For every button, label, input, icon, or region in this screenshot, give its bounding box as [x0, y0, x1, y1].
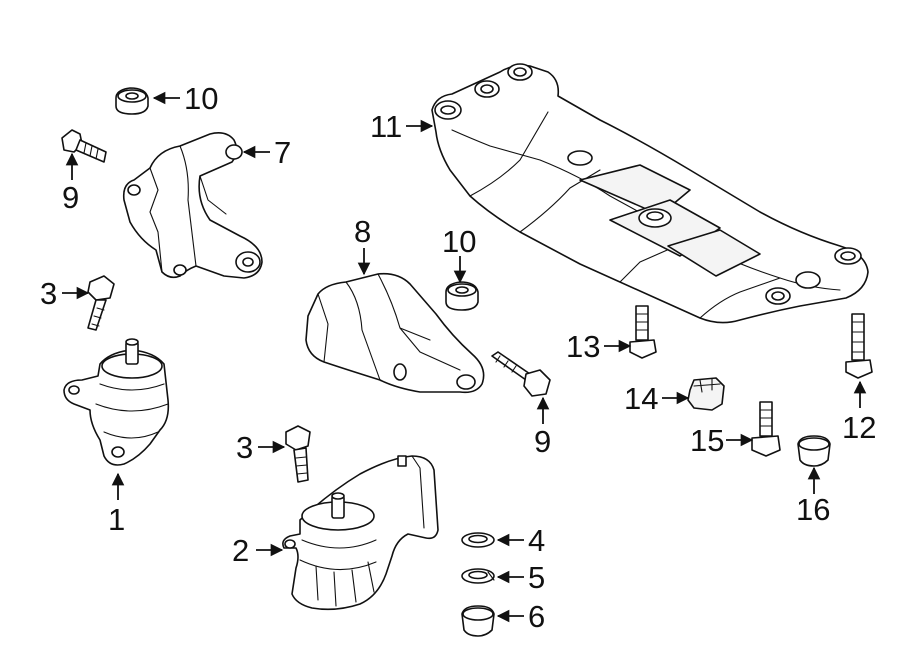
part-bolt-3-upper[interactable]: [87, 275, 115, 331]
callout-5: 5: [528, 560, 545, 595]
callout-arrows: [62, 91, 867, 623]
callout-8: 8: [354, 214, 371, 249]
part-engine-mount-right[interactable]: [282, 455, 439, 611]
callout-1: 1: [108, 502, 125, 537]
part-center-bracket[interactable]: [305, 272, 485, 394]
callout-3-upper: 3: [40, 276, 57, 311]
part-crossmember[interactable]: [431, 63, 869, 324]
part-washer-4[interactable]: [461, 532, 495, 548]
part-nut-10-center[interactable]: [445, 281, 479, 311]
part-nut-10-top[interactable]: [115, 87, 149, 115]
part-bolt-12[interactable]: [845, 313, 873, 379]
part-castle-nut-14[interactable]: [687, 377, 725, 411]
part-nut-16[interactable]: [797, 435, 831, 467]
callout-labels: 1 2 3 3 4 5 6 7 8 9 9 10 10 11 12 13 14 …: [40, 81, 876, 634]
part-bolt-9-top[interactable]: [61, 129, 107, 163]
callout-3-lower: 3: [236, 430, 253, 465]
part-bolt-13[interactable]: [629, 305, 657, 359]
part-lock-washer-5[interactable]: [461, 568, 495, 584]
callout-13: 13: [566, 329, 600, 364]
part-mount-bracket[interactable]: [122, 132, 263, 279]
callout-11: 11: [370, 109, 402, 144]
callout-16: 16: [796, 492, 830, 527]
part-bolt-15[interactable]: [751, 401, 781, 457]
callout-9-center: 9: [534, 424, 551, 459]
callout-12: 12: [842, 410, 876, 445]
callout-4: 4: [528, 523, 545, 558]
callout-10-top: 10: [184, 81, 218, 116]
part-nut-6[interactable]: [461, 605, 495, 637]
callout-2: 2: [232, 533, 249, 568]
callout-6: 6: [528, 599, 545, 634]
part-bolt-3-lower[interactable]: [285, 425, 311, 483]
callout-10-center: 10: [442, 224, 476, 259]
part-bolt-9-center[interactable]: [491, 351, 551, 397]
callout-15: 15: [690, 423, 724, 458]
callout-7: 7: [274, 135, 291, 170]
callout-14: 14: [624, 381, 658, 416]
part-engine-mount-left[interactable]: [63, 338, 170, 466]
callout-9-top: 9: [62, 180, 79, 215]
